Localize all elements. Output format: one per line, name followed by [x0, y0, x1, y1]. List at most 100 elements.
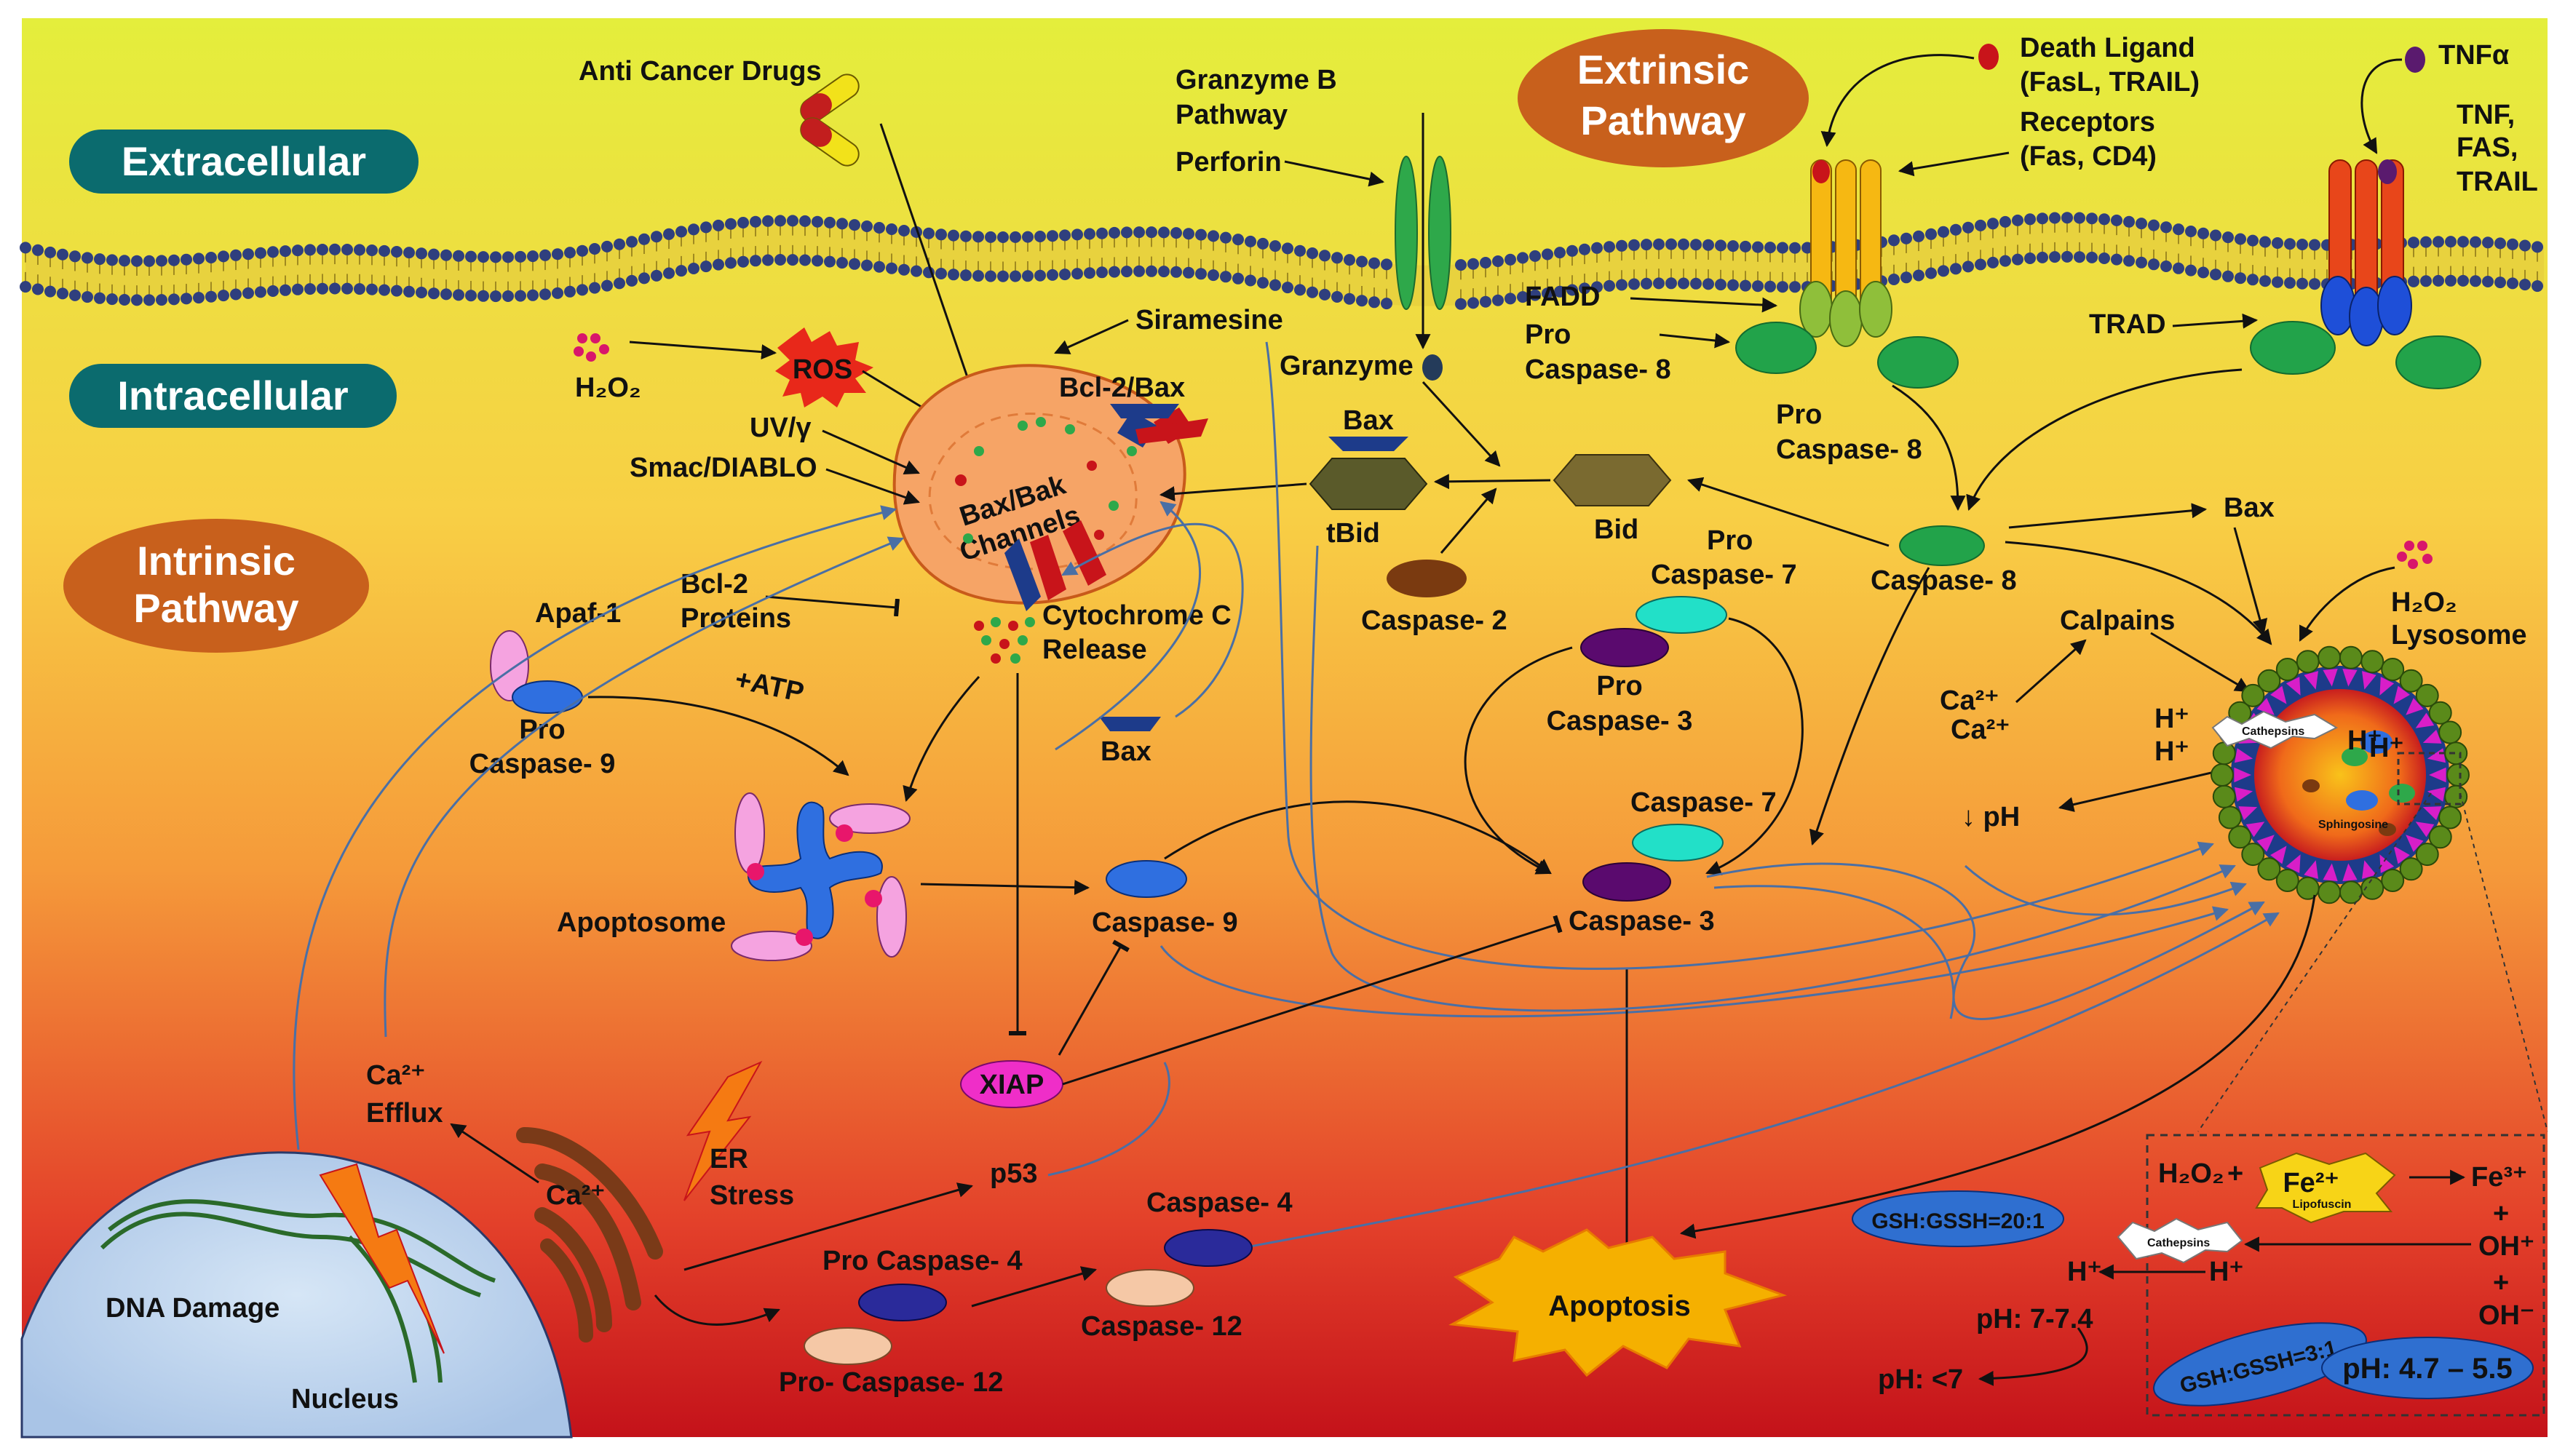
fe3-label: Fe³⁺ — [2471, 1162, 2527, 1193]
er-stress-label: ER — [710, 1144, 748, 1174]
caspase2-label: Caspase- 2 — [1361, 605, 1507, 636]
calcium-er-label: Ca²⁺ — [546, 1180, 605, 1211]
smac-diablo-label: Smac/DIABLO — [630, 453, 817, 483]
caspase7-icon — [1632, 824, 1724, 862]
lysosome-proton-second-label: H⁺ — [2369, 733, 2404, 763]
granzyme-icon — [1422, 354, 1443, 381]
ros-burst-icon: ROS — [775, 327, 873, 407]
pro-caspase8-top-name-label: Caspase- 8 — [1525, 354, 1671, 385]
pill-capsule-icon — [800, 73, 860, 167]
pro-caspase9-icon — [512, 680, 583, 714]
cathepsins-burst-top-icon: Cathepsins — [2211, 710, 2339, 749]
apoptosome-label: Apoptosome — [557, 907, 726, 938]
tnf-alpha-icon — [2405, 47, 2425, 73]
bax-top-label: Bax — [1343, 405, 1394, 436]
pro-caspase7-name-label: Caspase- 7 — [1651, 560, 1797, 590]
bid-icon — [1553, 454, 1672, 506]
lipofuscin-icon: Fe²⁺ Lipofuscin — [2255, 1152, 2396, 1224]
perforin-label: Perforin — [1176, 147, 1282, 178]
pro-caspase12-icon — [804, 1327, 892, 1365]
receptors-examples-label: (Fas, CD4) — [2020, 141, 2157, 172]
trad-label: TRAD — [2089, 309, 2166, 340]
caspase3-label: Caspase- 3 — [1569, 906, 1715, 936]
caspase3-icon — [1582, 862, 1671, 902]
h2o2-left-label: H₂O₂ — [575, 373, 641, 403]
bcl2-bax-channel-icon — [1110, 404, 1179, 418]
extrinsic-label: Extrinsic — [1577, 47, 1750, 92]
tbid-label: tBid — [1326, 518, 1380, 549]
calcium-efflux-label: Ca²⁺ — [366, 1060, 425, 1091]
p53-label: p53 — [990, 1158, 1037, 1189]
hydroxyl-plus-label: OH⁺ — [2478, 1231, 2534, 1262]
inset-proton-left-label: H⁺ — [2067, 1257, 2102, 1287]
bcl2-proteins-name-label: Proteins — [681, 603, 791, 634]
ph-neutral-label: pH: 7-7.4 — [1976, 1304, 2093, 1334]
intracellular-label: Intracellular — [117, 373, 348, 418]
gsh-20-badge — [1852, 1190, 2064, 1247]
intrinsic-pathway-badge: Intrinsic Pathway — [63, 519, 369, 653]
lysosome-proton-label: H⁺ — [2347, 725, 2382, 756]
dna-damage-label: DNA Damage — [106, 1293, 280, 1324]
extracellular-label: Extracellular — [122, 138, 366, 184]
bax-lower-label: Bax — [1101, 736, 1151, 767]
caspase8-icon — [1899, 525, 1985, 566]
bax-right-label: Bax — [2224, 493, 2275, 523]
caspase2-icon — [1387, 560, 1467, 597]
pro-caspase4-label: Pro Caspase- 4 — [822, 1246, 1023, 1276]
intrinsic-pathway-label: Pathway — [133, 585, 298, 631]
bax-top-icon — [1328, 437, 1408, 451]
cytochrome-c-molecules-icon — [974, 617, 1035, 664]
fas-receptor-icon — [1735, 159, 1959, 389]
calcium-efflux-name-label: Efflux — [366, 1098, 443, 1129]
lightning-er-icon — [683, 1060, 763, 1201]
nucleus-icon — [20, 1151, 573, 1439]
granzyme-b-pathway-label: Pathway — [1176, 100, 1288, 130]
inset-h2o2-label: H₂O₂ — [2158, 1158, 2224, 1189]
pro-caspase9-label: Pro — [519, 715, 565, 745]
cathepsins-burst-inset-icon: Cathepsins — [2117, 1217, 2243, 1264]
extrinsic-pathway-label: Pathway — [1580, 98, 1745, 143]
h2o2-lysosome-molecules-icon — [2397, 541, 2433, 569]
apoptosome-icon — [731, 792, 911, 961]
pro-caspase7-icon — [1636, 596, 1727, 634]
lysosome-icon: H⁺ H⁺ Sphingosine — [2211, 645, 2470, 904]
nucleus-label: Nucleus — [291, 1384, 399, 1415]
death-ligand-label: Death Ligand — [2020, 33, 2195, 63]
apoptosis-burst-icon: Apoptosis — [1448, 1228, 1788, 1377]
ph-acid-label: pH: 4.7 – 5.5 — [2342, 1353, 2512, 1385]
extracellular-badge: Extracellular — [69, 130, 419, 194]
bax-lower-icon — [1099, 717, 1161, 731]
lightning-dna-icon — [319, 1163, 445, 1354]
hydrogen-ion-second-label: H⁺ — [2154, 736, 2189, 767]
caspase12-label: Caspase- 12 — [1081, 1311, 1242, 1342]
apaf1-icon — [490, 630, 529, 701]
pro-caspase3-name-label: Caspase- 3 — [1547, 706, 1693, 736]
caspase4-icon — [1164, 1229, 1253, 1267]
pro-caspase3-icon — [1580, 628, 1669, 667]
perforin-pore-icon — [1395, 156, 1451, 310]
calcium-second-label: Ca²⁺ — [1951, 715, 2010, 745]
caspase12-icon — [1106, 1269, 1194, 1307]
death-ligand-icon — [1978, 44, 1999, 70]
intrinsic-label: Intrinsic — [137, 538, 296, 584]
trail-label: TRAIL — [2457, 167, 2538, 197]
mitochondrion-icon: Bax/Bak Channels — [892, 364, 1194, 611]
pro-caspase3-label: Pro — [1596, 671, 1642, 701]
er-stress-name-label: Stress — [710, 1180, 794, 1211]
bid-label: Bid — [1594, 514, 1638, 545]
fe2-label: Fe²⁺ — [2283, 1168, 2339, 1198]
pro-caspase9-name-label: Caspase- 9 — [469, 749, 616, 779]
ph-acid-badge — [2321, 1337, 2534, 1399]
lipofuscin-label: Lipofuscin — [2293, 1198, 2352, 1211]
inset-plus-fe3-label: + — [2493, 1198, 2509, 1229]
fas-label: FAS, — [2457, 132, 2518, 163]
hydroxyl-minus-label: OH⁻ — [2478, 1300, 2534, 1331]
tbid-icon — [1309, 458, 1428, 510]
calcium-label: Ca²⁺ — [1940, 685, 1999, 716]
lysosome-label: Lysosome — [2391, 620, 2527, 651]
caspase8-label: Caspase- 8 — [1871, 565, 2017, 596]
calpains-label: Calpains — [2060, 605, 2175, 636]
ph-decrease-label: ↓ pH — [1962, 802, 2020, 832]
granzyme-label: Granzyme — [1280, 351, 1414, 381]
